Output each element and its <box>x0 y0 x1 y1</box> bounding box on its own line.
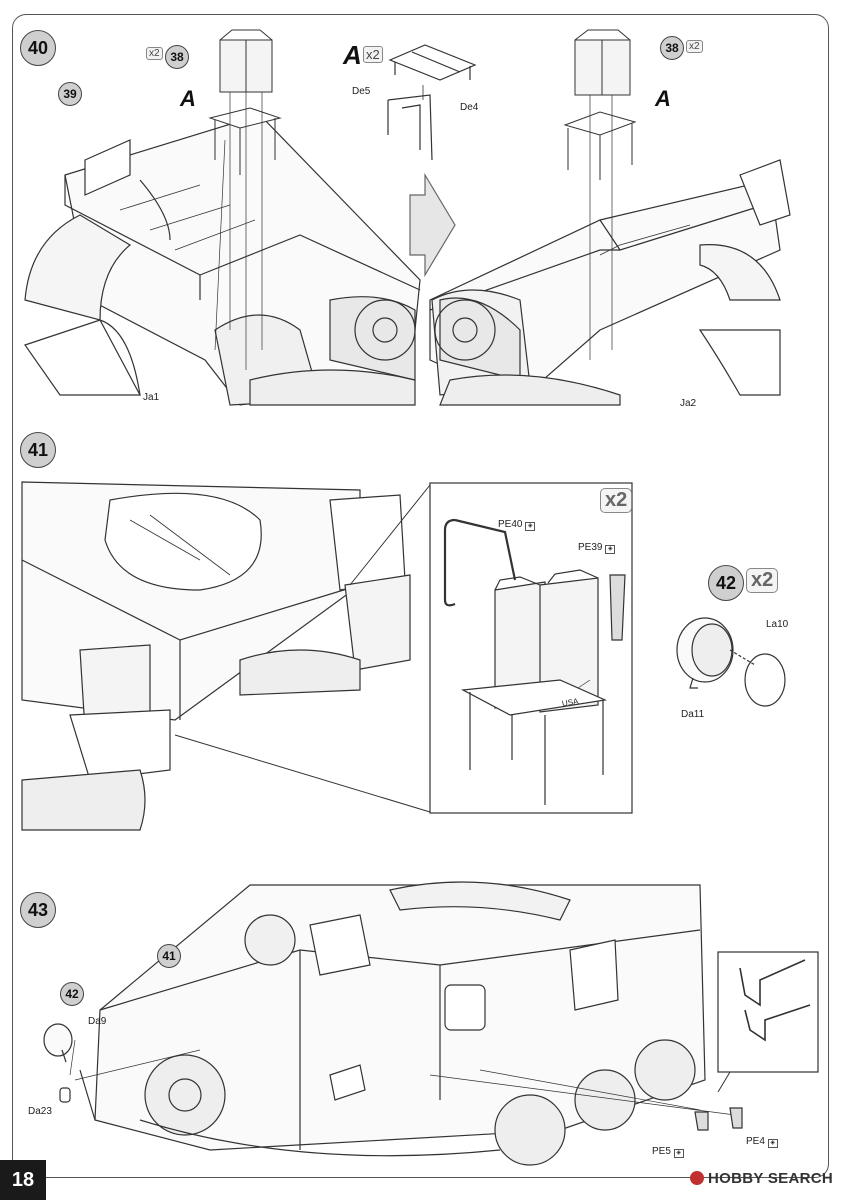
step43-tank-hull <box>79 881 706 1166</box>
step-41-badge: 41 <box>20 432 56 468</box>
step42-headlight <box>676 617 786 707</box>
subassembly-A-multiplier: x2 <box>363 46 383 63</box>
part-label-pe40: PE40 ◈ <box>498 519 536 531</box>
step40-left-tank <box>24 114 421 406</box>
step43-inset-parts <box>717 959 811 1093</box>
subassembly-A-title: A <box>343 40 362 70</box>
part-38-callout-left: 38 <box>165 45 189 69</box>
photo-etch-icon: ◈ <box>525 522 536 531</box>
step40-right-jerrycans <box>563 29 637 360</box>
step41-inset-multiplier: x2 <box>600 488 633 513</box>
page-frame <box>12 14 829 1178</box>
part-41-callout: 41 <box>157 944 181 968</box>
step43-loose-parts <box>43 1023 743 1131</box>
part-label-ja1: Ja1 <box>143 392 160 403</box>
step40-right-tank <box>429 159 791 406</box>
part-label-de4: De4 <box>460 102 479 113</box>
photo-etch-icon: ◈ <box>605 545 616 554</box>
page-number: 18 <box>0 1160 46 1200</box>
step-43-badge: 43 <box>20 892 56 928</box>
step40-right-multiplier: x2 <box>686 40 703 53</box>
step40-direction-arrow <box>409 172 456 278</box>
part-label-da9: Da9 <box>88 1016 107 1027</box>
step40-left-multiplier: x2 <box>146 47 163 60</box>
part-42-callout: 42 <box>60 982 84 1006</box>
part-label-de5: De5 <box>352 86 371 97</box>
step40-left-jerrycans <box>208 29 282 370</box>
part-38-callout-right: 38 <box>660 36 684 60</box>
photo-etch-icon: ◈ <box>767 1139 778 1148</box>
step-40-badge: 40 <box>20 30 56 66</box>
part-label-da11: Da11 <box>681 709 705 720</box>
part-39-callout: 39 <box>58 82 82 106</box>
step-42-badge: 42 <box>708 565 744 601</box>
part-label-la10: La10 <box>766 619 789 630</box>
photo-etch-icon: ◈ <box>673 1149 684 1158</box>
step42-multiplier: x2 <box>746 568 779 593</box>
step41-zoom-lines <box>174 484 431 813</box>
part-label-pe39: PE39 ◈ <box>578 542 616 554</box>
step41-tank-detail <box>21 481 411 831</box>
part-label-pe5: PE5 ◈ <box>652 1146 684 1158</box>
watermark: HOBBY SEARCH <box>690 1170 833 1187</box>
step43-leader-lines <box>69 1039 736 1116</box>
part-label-da23: Da23 <box>28 1106 52 1117</box>
step40-subassembly-A <box>387 44 477 161</box>
step43-inset-box <box>717 951 819 1073</box>
subassembly-A-label-left: A <box>180 86 196 111</box>
step41-inset-parts <box>443 518 626 805</box>
subassembly-A-label-right: A <box>655 86 671 111</box>
part-label-pe4: PE4 ◈ <box>746 1136 778 1148</box>
part-label-ja2: Ja2 <box>680 398 697 409</box>
hobby-search-logo-icon <box>690 1171 704 1185</box>
